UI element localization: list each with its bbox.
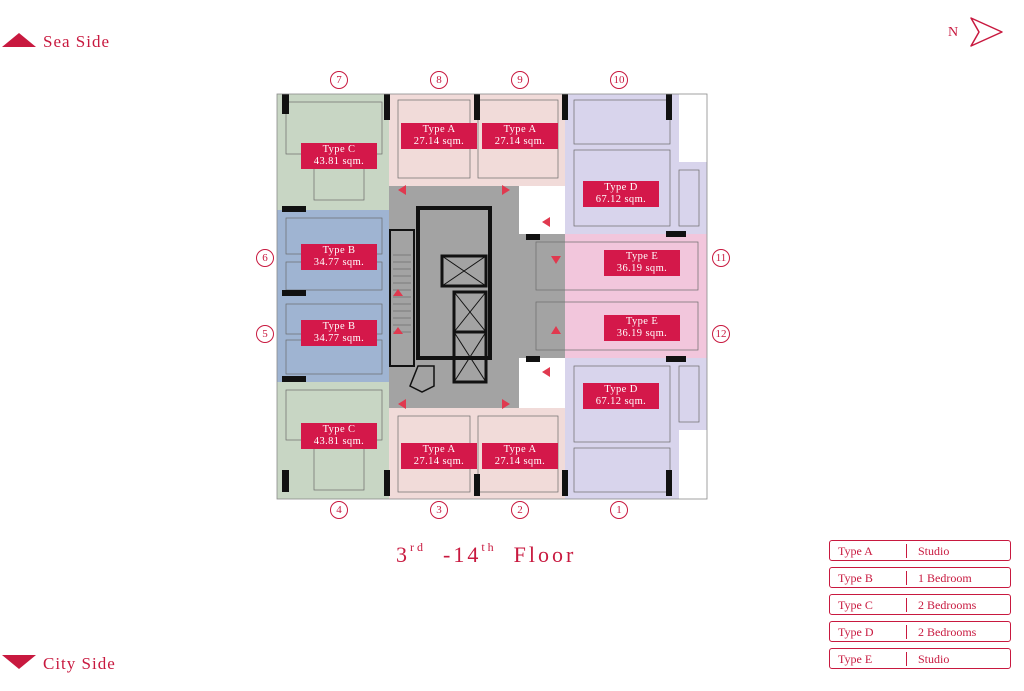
north-arrow-icon bbox=[970, 17, 1003, 47]
unit-number-8: 8 bbox=[430, 71, 448, 89]
unit-number-2: 2 bbox=[511, 501, 529, 519]
unit-number-4: 4 bbox=[330, 501, 348, 519]
unit-number-9: 9 bbox=[511, 71, 529, 89]
unit-number-11: 11 bbox=[712, 249, 730, 267]
sea-side-label: Sea Side bbox=[43, 32, 111, 51]
north-label: N bbox=[948, 25, 959, 40]
sea-side-arrow-icon bbox=[2, 33, 36, 47]
unit-number-7: 7 bbox=[330, 71, 348, 89]
unit-number-5: 5 bbox=[256, 325, 274, 343]
unit-number-1: 1 bbox=[610, 501, 628, 519]
city-side-arrow-icon bbox=[2, 655, 36, 669]
unit-number-6: 6 bbox=[256, 249, 274, 267]
zone-type-d-bottom bbox=[565, 358, 679, 499]
floor-title: 3rd -14th Floor bbox=[396, 540, 577, 567]
zone-type-d-bottom-balcony bbox=[679, 358, 707, 430]
unit-number-10: 10 bbox=[610, 71, 628, 89]
unit-number-3: 3 bbox=[430, 501, 448, 519]
zone-type-d-top-balcony bbox=[679, 162, 707, 234]
zone-type-d-top bbox=[565, 94, 679, 234]
city-side-label: City Side bbox=[43, 654, 116, 673]
unit-number-12: 12 bbox=[712, 325, 730, 343]
building-core bbox=[389, 186, 565, 408]
